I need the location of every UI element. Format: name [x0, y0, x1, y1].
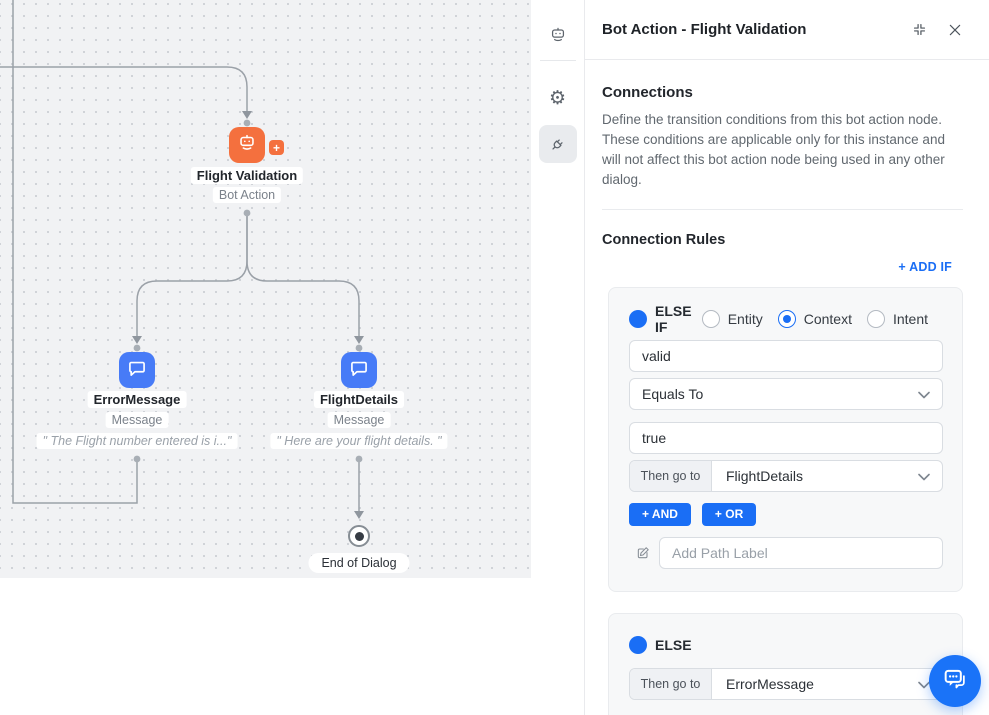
then-go-to-row: Then go to FlightDetails [629, 459, 943, 492]
node-flight-details[interactable] [341, 352, 377, 388]
node-error-message[interactable] [119, 352, 155, 388]
node-flight-validation[interactable]: + [229, 127, 284, 163]
compare-value-input[interactable] [629, 421, 943, 454]
chat-bubbles-icon [941, 665, 969, 698]
connections-description: Define the transition conditions from th… [602, 112, 945, 187]
connections-heading: Connections [602, 84, 693, 101]
radio-intent-label[interactable]: Intent [892, 310, 928, 327]
message-bubble-icon [127, 358, 147, 383]
radio-context[interactable] [777, 309, 796, 328]
then-go-to-select[interactable]: FlightDetails [712, 461, 942, 491]
operator-select[interactable]: Equals To [629, 377, 943, 410]
context-key-input[interactable] [629, 339, 943, 372]
chevron-down-icon [918, 468, 930, 484]
add-or-button[interactable]: + OR [701, 502, 757, 526]
panel-header: Bot Action - Flight Validation [585, 0, 989, 60]
chevron-down-icon [918, 676, 930, 692]
else-indicator [629, 635, 647, 654]
else-then-go-to-select[interactable]: ErrorMessage [712, 669, 942, 699]
else-row: ELSE [629, 635, 943, 654]
connection-rules-heading: Connection Rules [602, 231, 726, 248]
then-go-to-value: FlightDetails [726, 467, 804, 484]
condition-type-row: ELSE IF Entity Context Intent [629, 303, 943, 335]
dialog-canvas[interactable]: + Flight Validation Bot Action ErrorMess… [0, 0, 531, 578]
close-icon[interactable] [941, 16, 969, 44]
robot-icon [236, 132, 258, 159]
toolbar-divider [539, 60, 576, 61]
radio-intent[interactable] [866, 309, 885, 328]
node-title-error-message: ErrorMessage [87, 391, 187, 408]
node-type-error-message: Message [105, 412, 169, 428]
chat-fab-button[interactable] [929, 655, 981, 707]
gear-icon[interactable]: ⚙ [548, 87, 567, 109]
end-of-dialog-dot [354, 531, 364, 541]
end-of-dialog-icon[interactable] [348, 525, 370, 547]
node-quote-error-message: " The Flight number entered is i..." [36, 433, 238, 449]
panel-title: Bot Action - Flight Validation [602, 21, 807, 38]
end-of-dialog-label: End of Dialog [308, 553, 410, 573]
add-and-button[interactable]: + AND [629, 502, 691, 526]
node-quote-flight-details: " Here are your flight details. " [270, 433, 448, 449]
add-node-plus-icon[interactable]: + [269, 140, 284, 155]
rule-card-else: ELSE Then go to ErrorMessage [608, 612, 963, 715]
rule-card-else-if: ELSE IF Entity Context Intent Equals To … [608, 286, 963, 592]
else-if-label: ELSE IF [655, 302, 692, 335]
path-label-input[interactable] [659, 536, 943, 569]
node-title-flight-details: FlightDetails [313, 391, 405, 408]
else-if-indicator [629, 309, 647, 328]
node-title-flight-validation: Flight Validation [190, 167, 304, 184]
else-then-go-to-value: ErrorMessage [726, 675, 814, 692]
radio-entity[interactable] [701, 309, 720, 328]
else-label: ELSE [655, 636, 692, 653]
radio-entity-label[interactable]: Entity [727, 310, 763, 327]
radio-context-label[interactable]: Context [803, 310, 852, 327]
properties-panel: Bot Action - Flight Validation Connectio… [584, 0, 989, 715]
then-go-to-label: Then go to [630, 668, 712, 699]
node-type-flight-validation: Bot Action [212, 187, 282, 203]
else-then-go-to-row: Then go to ErrorMessage [629, 667, 943, 700]
add-if-button[interactable]: + ADD IF [898, 259, 952, 274]
node-type-flight-details: Message [327, 412, 391, 428]
side-toolbar: ⚙ [531, 0, 584, 715]
operator-value: Equals To [642, 385, 704, 402]
message-bubble-icon [349, 358, 369, 383]
chevron-down-icon [918, 386, 930, 402]
flow-edges [0, 0, 364, 519]
edit-icon[interactable] [635, 545, 651, 561]
section-divider [602, 208, 963, 210]
then-go-to-label: Then go to [630, 460, 712, 491]
bot-icon[interactable] [539, 16, 577, 54]
plug-icon[interactable] [538, 125, 577, 163]
collapse-icon[interactable] [905, 16, 933, 44]
